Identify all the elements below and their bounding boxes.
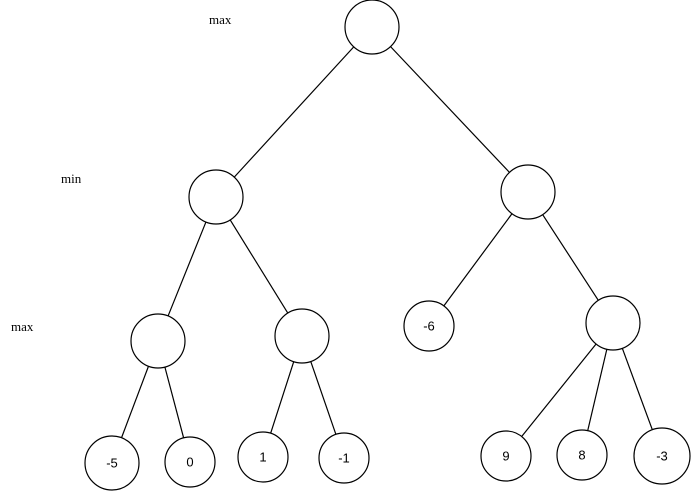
leaf-node-n21: -6 bbox=[403, 300, 455, 352]
edge-n2-n22 bbox=[542, 214, 599, 301]
node-circle bbox=[500, 164, 556, 220]
node-circle bbox=[164, 436, 216, 488]
leaf-node-l6: 8 bbox=[556, 429, 608, 481]
node-value: 1 bbox=[259, 450, 266, 465]
level-label-root: max bbox=[209, 12, 232, 27]
node-value: 9 bbox=[502, 449, 509, 464]
node-circle bbox=[237, 431, 289, 483]
leaf-node-l1: -5 bbox=[84, 435, 140, 491]
node-circle bbox=[585, 295, 641, 351]
edge-n1-n12 bbox=[229, 219, 289, 314]
tree-node-n11 bbox=[130, 313, 186, 369]
node-circle bbox=[633, 427, 691, 485]
tree-node-n12 bbox=[274, 308, 330, 364]
edge-n11-l1 bbox=[120, 366, 150, 438]
edge-n2-n21 bbox=[443, 213, 513, 307]
node-circle bbox=[556, 429, 608, 481]
edge-n11-l2 bbox=[164, 366, 185, 438]
node-circle bbox=[344, 0, 400, 55]
node-circle bbox=[274, 308, 330, 364]
node-value: -1 bbox=[338, 451, 350, 466]
tree-node-n1 bbox=[188, 169, 244, 225]
edge-n22-l5 bbox=[521, 343, 597, 437]
level-label-level2: max bbox=[11, 319, 34, 334]
leaf-node-l7: -3 bbox=[633, 427, 691, 485]
node-circle bbox=[188, 169, 244, 225]
node-circle bbox=[84, 435, 140, 491]
node-value: 0 bbox=[186, 455, 193, 470]
edge-n1-n11 bbox=[167, 221, 207, 317]
edge-n12-l4 bbox=[310, 361, 337, 435]
edge-n12-l3 bbox=[270, 361, 295, 434]
level-label-level1: min bbox=[61, 171, 82, 186]
edge-root-n1 bbox=[233, 46, 355, 178]
leaf-node-l5: 9 bbox=[480, 430, 532, 482]
node-circle bbox=[480, 430, 532, 482]
edge-n22-l6 bbox=[587, 349, 608, 431]
tree-nodes: -5 0 1 -1 -6 9 8 -3 bbox=[84, 0, 691, 491]
tree-node-root bbox=[344, 0, 400, 55]
edge-root-n2 bbox=[390, 46, 510, 173]
node-circle bbox=[130, 313, 186, 369]
leaf-node-l4: -1 bbox=[318, 432, 370, 484]
node-circle bbox=[318, 432, 370, 484]
tree-node-n22 bbox=[585, 295, 641, 351]
node-value: -5 bbox=[106, 456, 118, 471]
node-value: -6 bbox=[423, 319, 435, 334]
node-value: 8 bbox=[578, 448, 585, 463]
tree-node-n2 bbox=[500, 164, 556, 220]
tree-edges bbox=[120, 46, 653, 438]
edge-n22-l7 bbox=[621, 348, 653, 430]
leaf-node-l2: 0 bbox=[164, 436, 216, 488]
node-value: -3 bbox=[656, 449, 668, 464]
leaf-node-l3: 1 bbox=[237, 431, 289, 483]
node-circle bbox=[403, 300, 455, 352]
